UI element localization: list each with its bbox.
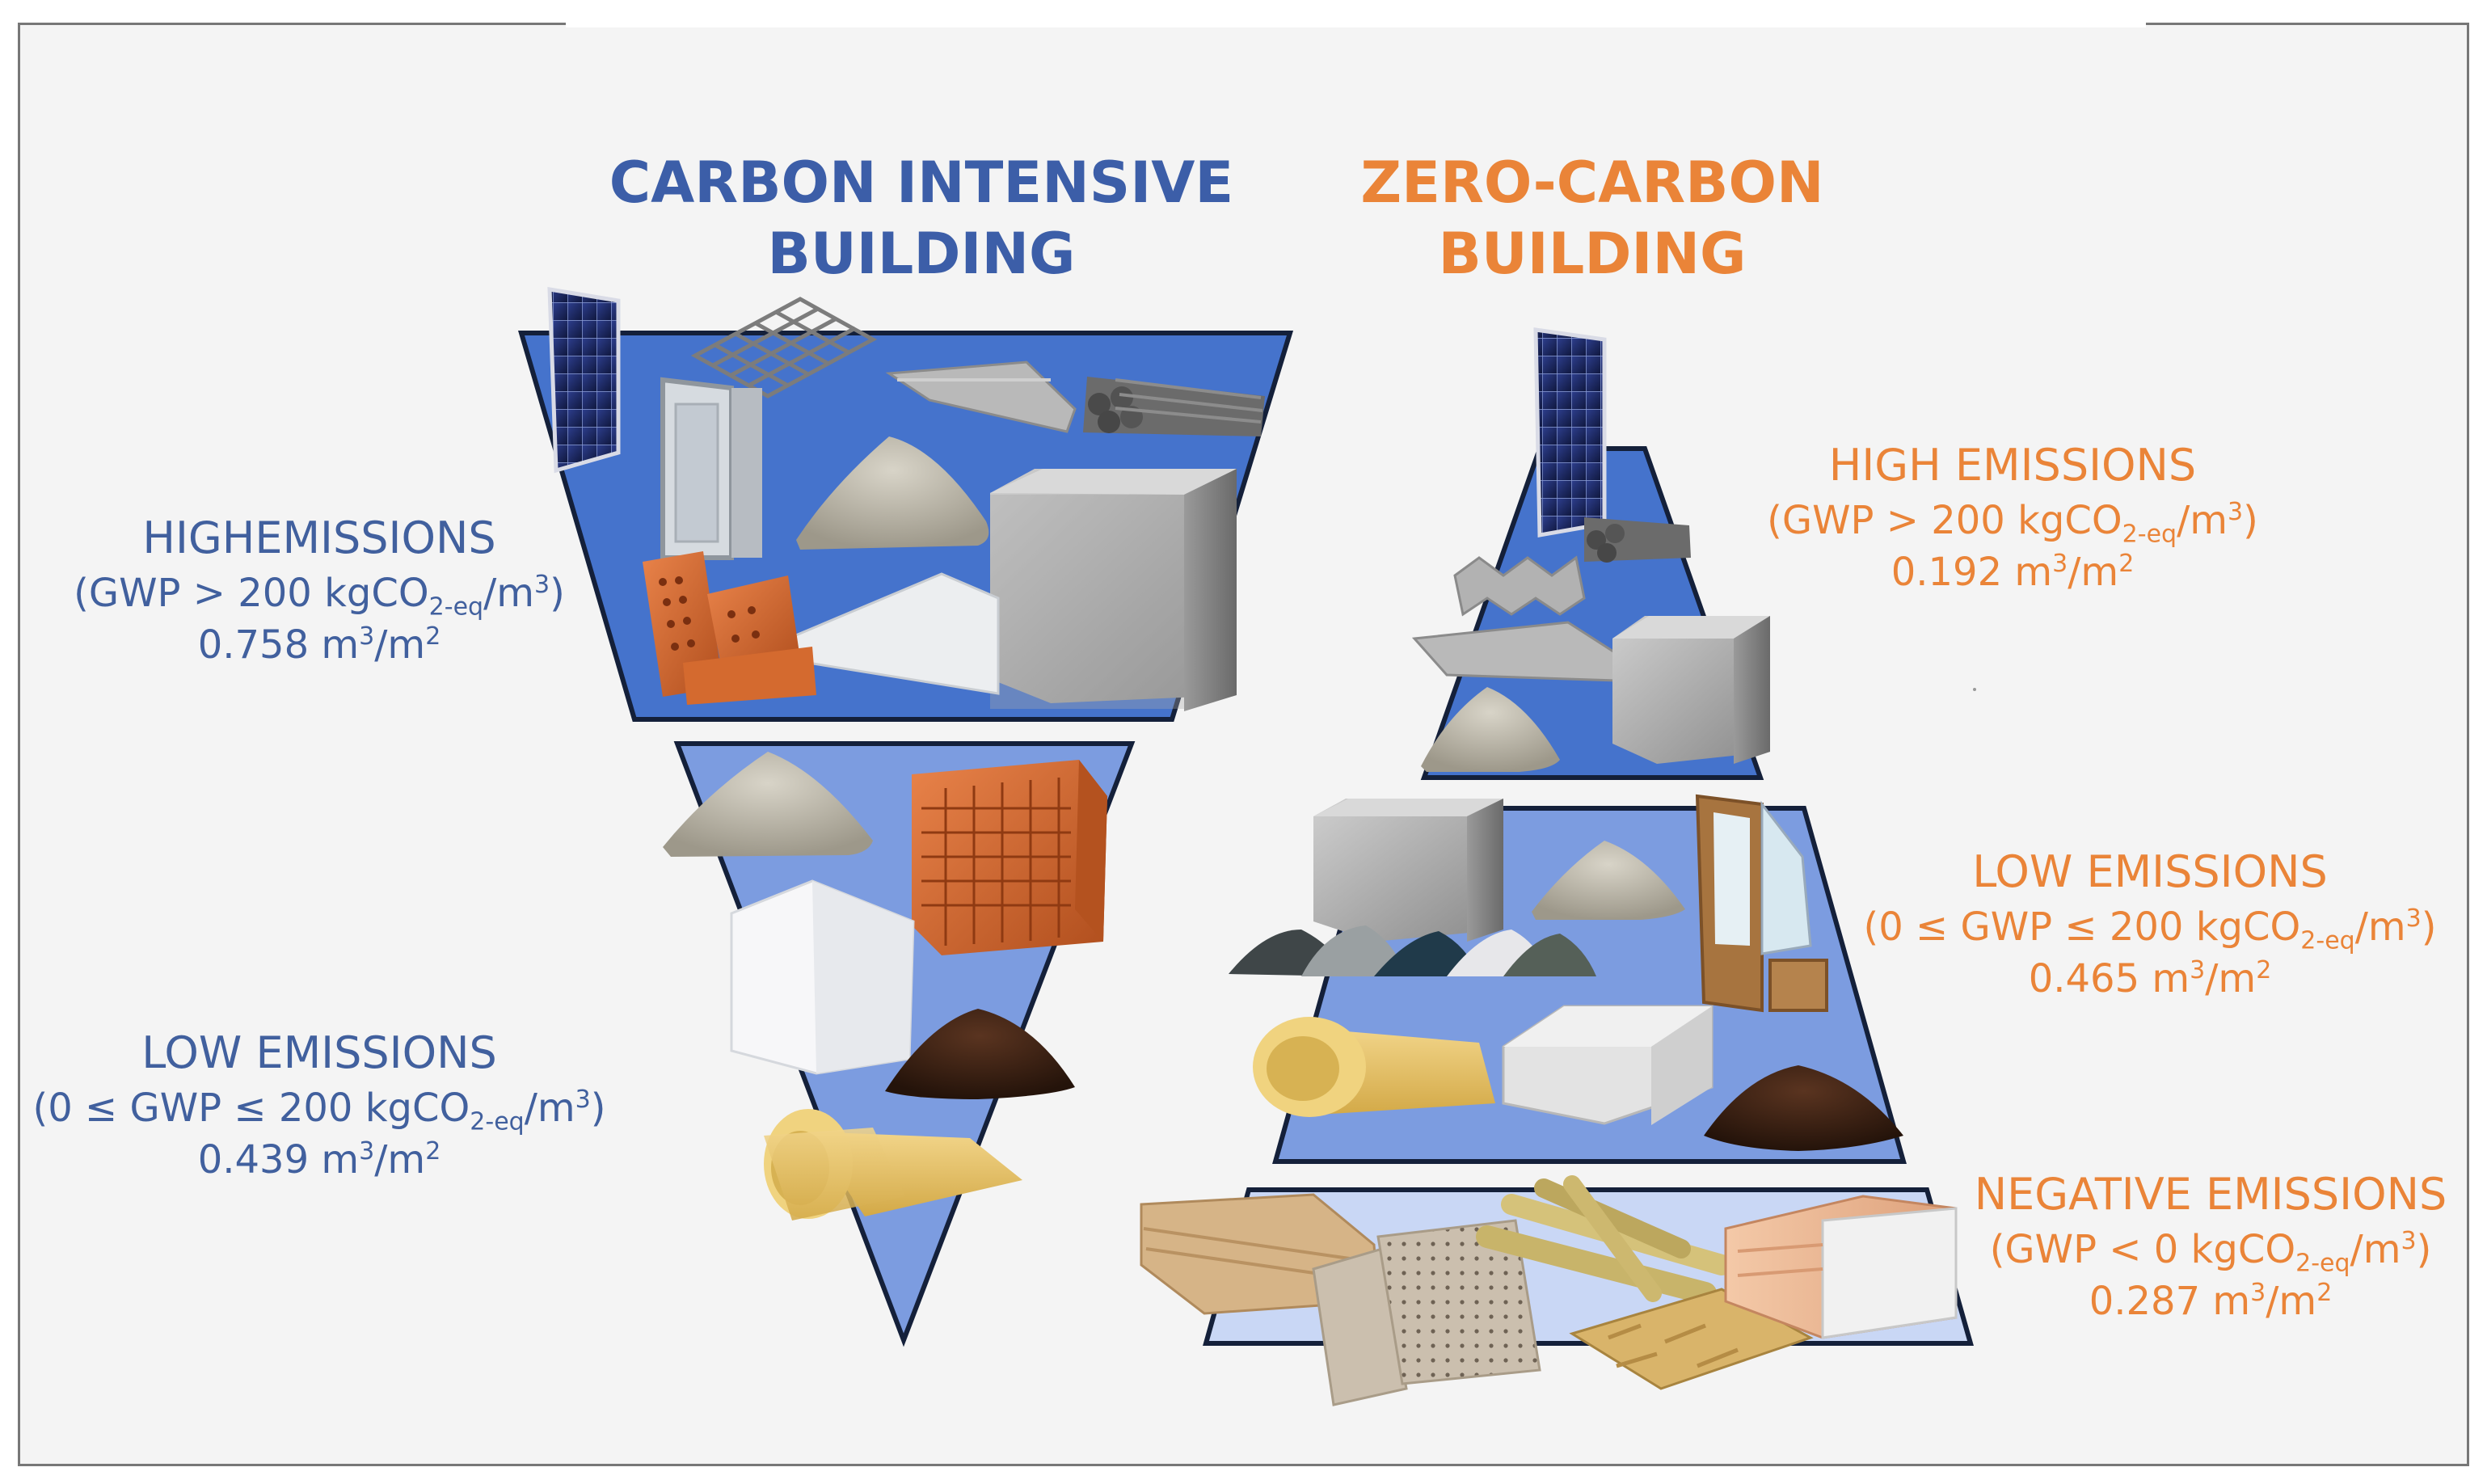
solar-panel-icon bbox=[1533, 327, 1607, 538]
osb-board-icon bbox=[1569, 1288, 1814, 1390]
concrete-block-icon bbox=[1313, 799, 1503, 942]
label-title: LOW EMISSIONS bbox=[1972, 846, 2328, 897]
rebar-mesh-icon bbox=[690, 297, 878, 398]
label-value: 0.439 m3/m2 bbox=[197, 1137, 441, 1183]
right-low-emissions-label: LOW EMISSIONS (0 ≤ GWP ≤ 200 kgCO2-eq/m3… bbox=[1851, 843, 2449, 1005]
concrete-block-icon bbox=[1612, 616, 1770, 764]
mineral-wool-roll-icon bbox=[764, 1109, 1022, 1221]
clay-brick-icon bbox=[643, 551, 816, 705]
stray-dot bbox=[1973, 688, 1976, 691]
soil-pile-icon bbox=[1704, 1065, 1903, 1151]
aggregate-piles-icon bbox=[1229, 925, 1596, 976]
corrugated-sheet-icon bbox=[1453, 555, 1586, 617]
left-low-emissions-label: LOW EMISSIONS (0 ≤ GWP ≤ 200 kgCO2-eq/m3… bbox=[32, 1024, 606, 1186]
window-frame-icon bbox=[660, 377, 762, 560]
frame-top-gap bbox=[566, 18, 2146, 27]
cement-pile-icon bbox=[796, 436, 989, 550]
heading-line: CARBON INTENSIVE bbox=[609, 150, 1234, 216]
label-value: 0.758 m3/m2 bbox=[197, 622, 441, 668]
label-title: HIGH EMISSIONS bbox=[1828, 440, 2197, 491]
label-title: HIGHEMISSIONS bbox=[142, 512, 496, 563]
zero-carbon-heading: ZERO-CARBON BUILDING bbox=[1277, 147, 1907, 289]
label-value: 0.465 m3/m2 bbox=[2028, 956, 2272, 1001]
heading-line: BUILDING bbox=[767, 221, 1076, 287]
soil-pile-icon bbox=[885, 1009, 1075, 1099]
carbon-intensive-heading: CARBON INTENSIVE BUILDING bbox=[598, 147, 1245, 289]
steel-bars-icon bbox=[1083, 377, 1265, 436]
glulam-beam-icon bbox=[1724, 1195, 1958, 1339]
heading-line: BUILDING bbox=[1438, 221, 1747, 287]
steel-bars-icon bbox=[1584, 517, 1691, 563]
label-formula: (GWP > 200 kgCO2-eq/m3) bbox=[74, 571, 565, 622]
label-formula: (GWP > 200 kgCO2-eq/m3) bbox=[1767, 498, 2258, 549]
steel-sheet-icon bbox=[885, 360, 1077, 433]
cement-pile-icon bbox=[1421, 687, 1560, 772]
mineral-wool-roll-icon bbox=[1253, 1017, 1495, 1117]
cement-pile-icon bbox=[1532, 841, 1685, 920]
aac-block-icon bbox=[1502, 1005, 1714, 1125]
eps-board-icon bbox=[730, 879, 915, 1075]
concrete-block-icon bbox=[990, 469, 1237, 711]
solar-panel-icon bbox=[547, 287, 621, 474]
label-value: 0.192 m3/m2 bbox=[1891, 550, 2135, 595]
label-title: LOW EMISSIONS bbox=[141, 1027, 497, 1078]
right-high-emissions-label: HIGH EMISSIONS (GWP > 200 kgCO2-eq/m3) 0… bbox=[1746, 436, 2279, 598]
wood-window-icon bbox=[1695, 794, 1828, 1013]
label-formula: (0 ≤ GWP ≤ 200 kgCO2-eq/m3) bbox=[32, 1086, 606, 1136]
cement-pile-icon bbox=[663, 752, 873, 857]
hollow-brick-icon bbox=[912, 760, 1107, 955]
bamboo-icon bbox=[1476, 1175, 1732, 1305]
label-title: NEGATIVE EMISSIONS bbox=[1974, 1169, 2447, 1220]
label-value: 0.287 m3/m2 bbox=[2089, 1279, 2333, 1324]
right-negative-emissions-label: NEGATIVE EMISSIONS (GWP < 0 kgCO2-eq/m3)… bbox=[1956, 1166, 2465, 1327]
label-formula: (0 ≤ GWP ≤ 200 kgCO2-eq/m3) bbox=[1863, 904, 2437, 955]
perforated-panel-icon bbox=[1312, 1219, 1541, 1406]
label-formula: (GWP < 0 kgCO2-eq/m3) bbox=[1989, 1227, 2432, 1278]
left-high-emissions-label: HIGHEMISSIONS (GWP > 200 kgCO2-eq/m3) 0.… bbox=[32, 509, 606, 671]
heading-line: ZERO-CARBON bbox=[1360, 150, 1824, 216]
